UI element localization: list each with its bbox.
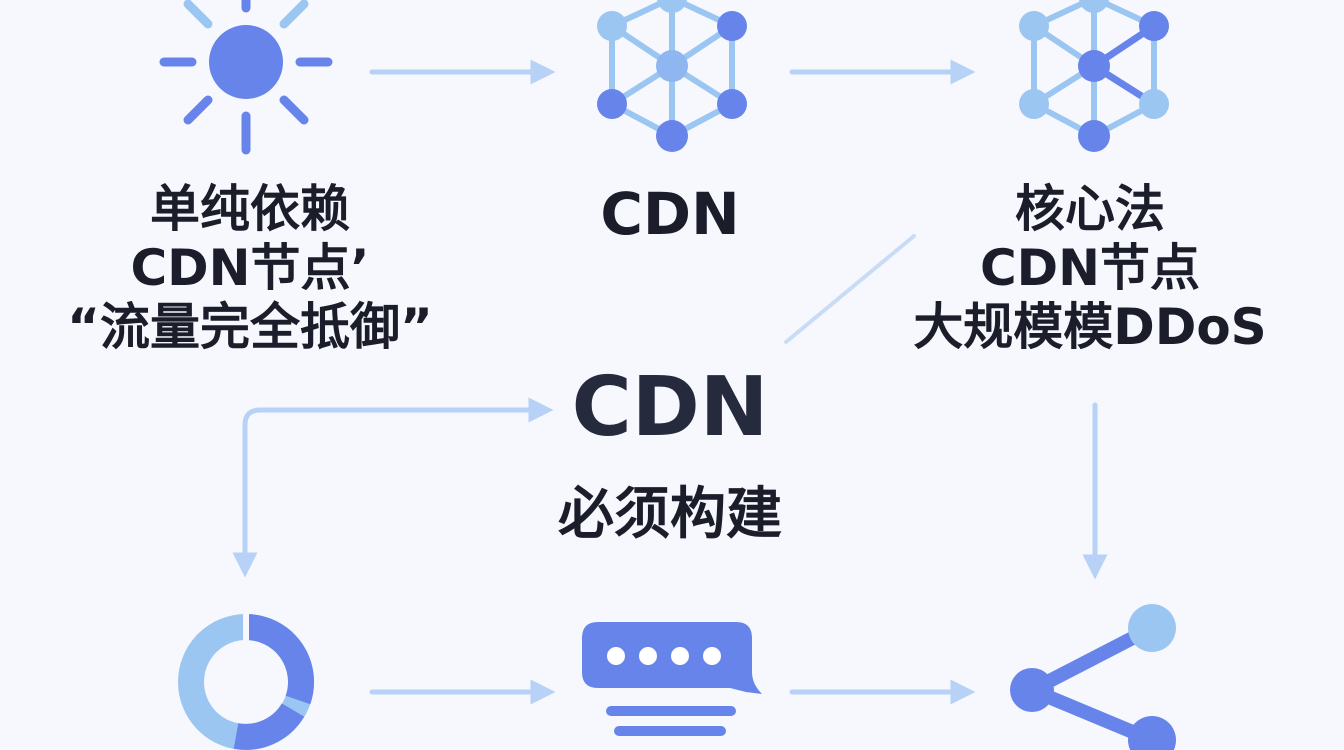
- node-label-right-line-2: CDN节点: [979, 239, 1201, 297]
- node-label-left: 单纯依赖 CDN节点’ “流量完全抵御”: [40, 180, 460, 357]
- connector-diagonal: [784, 234, 916, 344]
- node-label-left-line-1: 单纯依赖: [150, 180, 350, 238]
- arrow-loop-to-center: [242, 397, 554, 571]
- donut-chart-icon: [178, 612, 315, 750]
- network-hex-icon: [1019, 0, 1169, 152]
- center-subtitle: 必须构建: [558, 482, 782, 547]
- node-label-right: 核心法 CDN节点 大规模模DDoS: [880, 180, 1300, 357]
- chat-bubble-icon: [582, 622, 762, 736]
- center-title: CDN: [571, 360, 769, 455]
- network-hex-icon: [597, 0, 747, 152]
- node-label-right-line-1: 核心法: [1015, 180, 1165, 238]
- node-label-middle-line-1: CDN: [600, 180, 740, 248]
- node-label-left-line-3: “流量完全抵御”: [67, 298, 433, 356]
- sun-icon: [159, 0, 333, 155]
- share-icon: [1010, 604, 1176, 750]
- connectors: [232, 59, 1108, 705]
- node-label-left-line-2: CDN节点’: [130, 239, 370, 297]
- node-label-right-line-3: 大规模模DDoS: [913, 298, 1267, 356]
- node-label-middle: CDN: [520, 180, 820, 248]
